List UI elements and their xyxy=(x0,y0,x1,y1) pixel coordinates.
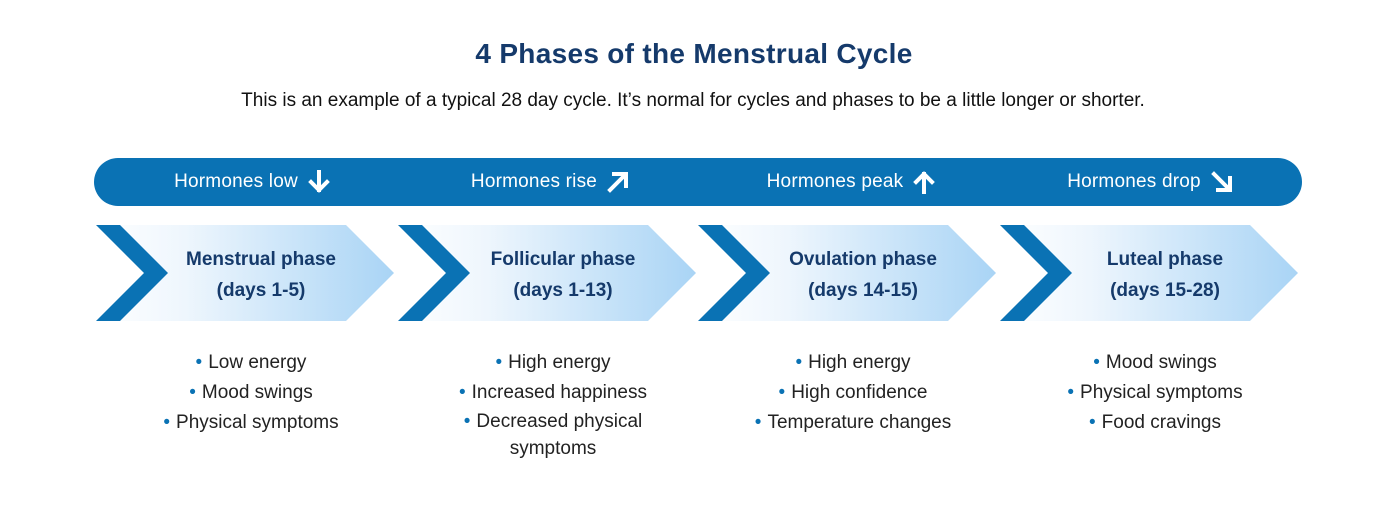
phase-ovulation: Ovulation phase (days 14-15) xyxy=(698,225,996,321)
phase-follicular: Follicular phase (days 1-13) xyxy=(398,225,696,321)
list-item: •Mood swings xyxy=(1093,352,1217,373)
phase-luteal: Luteal phase (days 15-28) xyxy=(1000,225,1298,321)
chevron-arrow-icon xyxy=(398,225,696,321)
bullet-icon: • xyxy=(1089,412,1096,433)
phase-name: Luteal phase xyxy=(1106,249,1224,270)
bullet-icon: • xyxy=(189,382,196,403)
hormone-level-luteal: Hormones drop xyxy=(1000,158,1302,206)
chevron-arrow-icon xyxy=(698,225,996,321)
effects-list-menstrual: •Low energy •Mood swings •Physical sympt… xyxy=(101,348,401,438)
list-item: •Physical symptoms xyxy=(1067,382,1243,403)
list-item: •High confidence xyxy=(778,382,928,403)
phase-days: (days 1-5) xyxy=(216,280,306,301)
phase-menstrual: Menstrual phase (days 1-5) xyxy=(96,225,394,321)
hormone-label: Hormones rise xyxy=(470,171,598,192)
chevron-arrow-icon xyxy=(96,225,394,321)
hormone-label: Hormones low xyxy=(174,171,298,192)
page-subtitle: This is an example of a typical 28 day c… xyxy=(241,90,1145,111)
list-item: •Increased happiness xyxy=(459,382,647,403)
list-item: •High energy xyxy=(795,352,911,373)
bullet-icon: • xyxy=(459,382,466,403)
arrow-up-icon xyxy=(911,169,937,195)
bullet-icon: • xyxy=(778,382,786,403)
hormone-level-menstrual: Hormones low xyxy=(102,158,404,206)
list-item: •Food cravings xyxy=(1089,412,1221,433)
bullet-icon: • xyxy=(463,411,471,432)
bullet-icon: • xyxy=(195,352,203,373)
phase-days: (days 1-13) xyxy=(513,280,613,301)
phase-name: Ovulation phase xyxy=(789,249,937,270)
chevron-arrow-icon xyxy=(1000,225,1298,321)
list-item: •High energy xyxy=(495,352,611,373)
effects-list-follicular: •High energy •Increased happiness •Decre… xyxy=(403,348,703,462)
page-title: 4 Phases of the Menstrual Cycle xyxy=(475,38,913,69)
hormone-banner: Hormones low Hormones rise Hormones peak… xyxy=(94,158,1302,206)
bullet-icon: • xyxy=(1093,352,1100,373)
arrow-down-right-icon xyxy=(1209,169,1235,195)
hormone-level-follicular: Hormones rise xyxy=(400,158,702,206)
list-item: •Mood swings xyxy=(189,382,313,403)
list-item: •Decreased physical symptoms xyxy=(463,411,643,459)
phase-name: Follicular phase xyxy=(490,249,636,270)
effects-list-luteal: •Mood swings •Physical symptoms •Food cr… xyxy=(1005,348,1305,438)
bullet-icon: • xyxy=(795,352,803,373)
bullet-icon: • xyxy=(163,412,171,433)
effects-list-ovulation: •High energy •High confidence •Temperatu… xyxy=(703,348,1003,438)
phase-days: (days 14-15) xyxy=(808,280,918,301)
phase-name: Menstrual phase xyxy=(186,249,336,270)
arrow-up-right-icon xyxy=(605,169,631,195)
arrow-down-icon xyxy=(306,169,332,195)
bullet-icon: • xyxy=(1067,382,1075,403)
list-item: •Temperature changes xyxy=(754,412,952,433)
list-item: •Physical symptoms xyxy=(163,412,339,433)
phase-days: (days 15-28) xyxy=(1110,280,1220,301)
hormone-level-ovulation: Hormones peak xyxy=(701,158,1003,206)
hormone-label: Hormones peak xyxy=(766,171,904,192)
bullet-icon: • xyxy=(495,352,503,373)
hormone-label: Hormones drop xyxy=(1067,171,1201,192)
list-item: •Low energy xyxy=(195,352,307,373)
bullet-icon: • xyxy=(754,412,762,433)
